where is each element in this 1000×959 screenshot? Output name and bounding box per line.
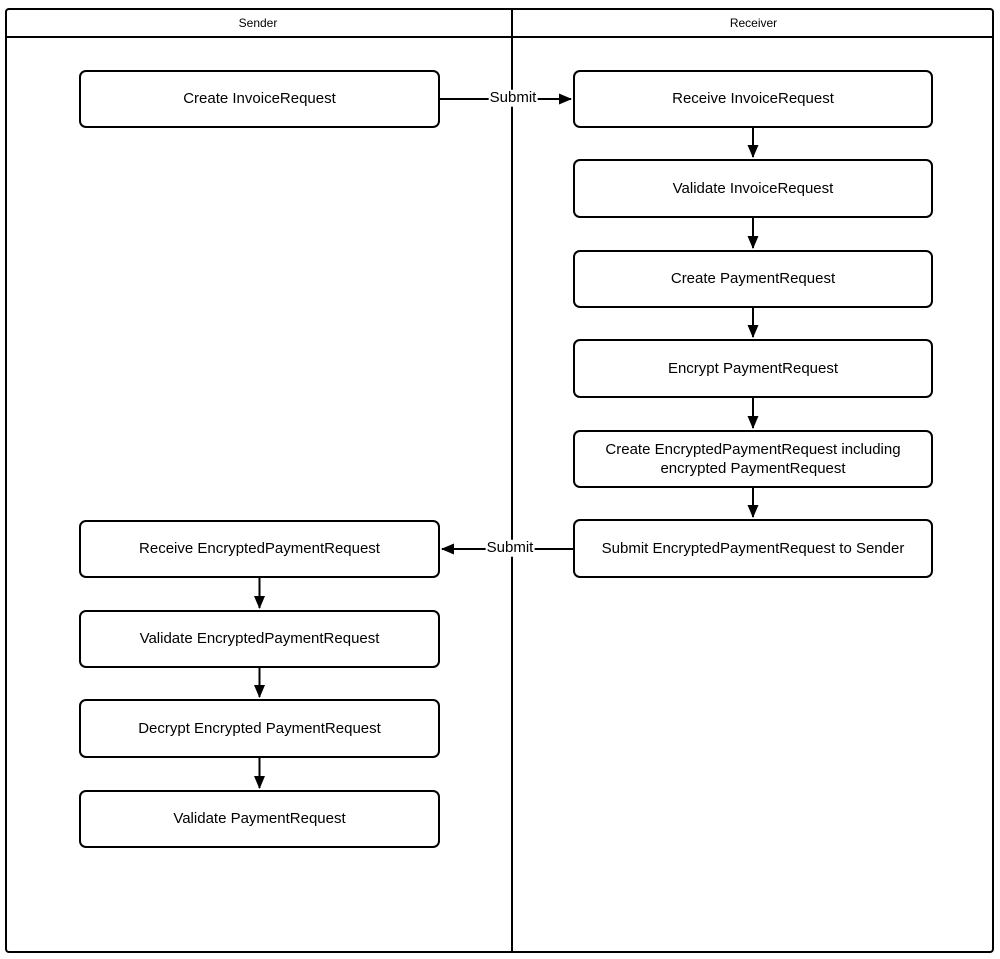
node-label: Validate EncryptedPaymentRequest (139, 630, 380, 648)
node-decrypt-encrypted-paymentrequest: Decrypt Encrypted PaymentRequest (79, 699, 440, 758)
edge-label-submit-top: Submit (488, 88, 538, 107)
lane-divider (511, 8, 513, 953)
node-label: Decrypt Encrypted PaymentRequest (138, 719, 381, 737)
edge-label-submit-bottom: Submit (485, 538, 535, 557)
lane-header-sender: Sender (5, 10, 511, 36)
node-submit-encryptedpaymentrequest-to-sender: Submit EncryptedPaymentRequest to Sender (573, 519, 933, 578)
node-receive-invoicerequest: Receive InvoiceRequest (573, 70, 933, 128)
node-encrypt-paymentrequest: Encrypt PaymentRequest (573, 339, 933, 398)
lane-title-receiver: Receiver (729, 16, 778, 30)
node-label: Receive InvoiceRequest (672, 90, 834, 108)
node-label: Validate PaymentRequest (173, 810, 346, 828)
node-create-invoicerequest: Create InvoiceRequest (79, 70, 440, 128)
node-label: Validate InvoiceRequest (672, 179, 834, 197)
node-label: Encrypt PaymentRequest (667, 359, 839, 377)
lane-header-divider (5, 36, 994, 38)
node-label: Create PaymentRequest (670, 270, 836, 288)
node-label: Create EncryptedPaymentRequest including… (605, 440, 901, 478)
node-validate-encryptedpaymentrequest: Validate EncryptedPaymentRequest (79, 610, 440, 668)
node-label: Create InvoiceRequest (183, 90, 336, 108)
node-create-paymentrequest: Create PaymentRequest (573, 250, 933, 308)
lane-header-receiver: Receiver (513, 10, 994, 36)
node-receive-encryptedpaymentrequest: Receive EncryptedPaymentRequest (79, 520, 440, 578)
node-label: Receive EncryptedPaymentRequest (139, 540, 380, 558)
node-label: Submit EncryptedPaymentRequest to Sender (601, 539, 905, 557)
node-create-encryptedpaymentrequest: Create EncryptedPaymentRequest including… (573, 430, 933, 488)
node-validate-invoicerequest: Validate InvoiceRequest (573, 159, 933, 218)
lane-title-sender: Sender (238, 16, 278, 30)
node-validate-paymentrequest: Validate PaymentRequest (79, 790, 440, 848)
